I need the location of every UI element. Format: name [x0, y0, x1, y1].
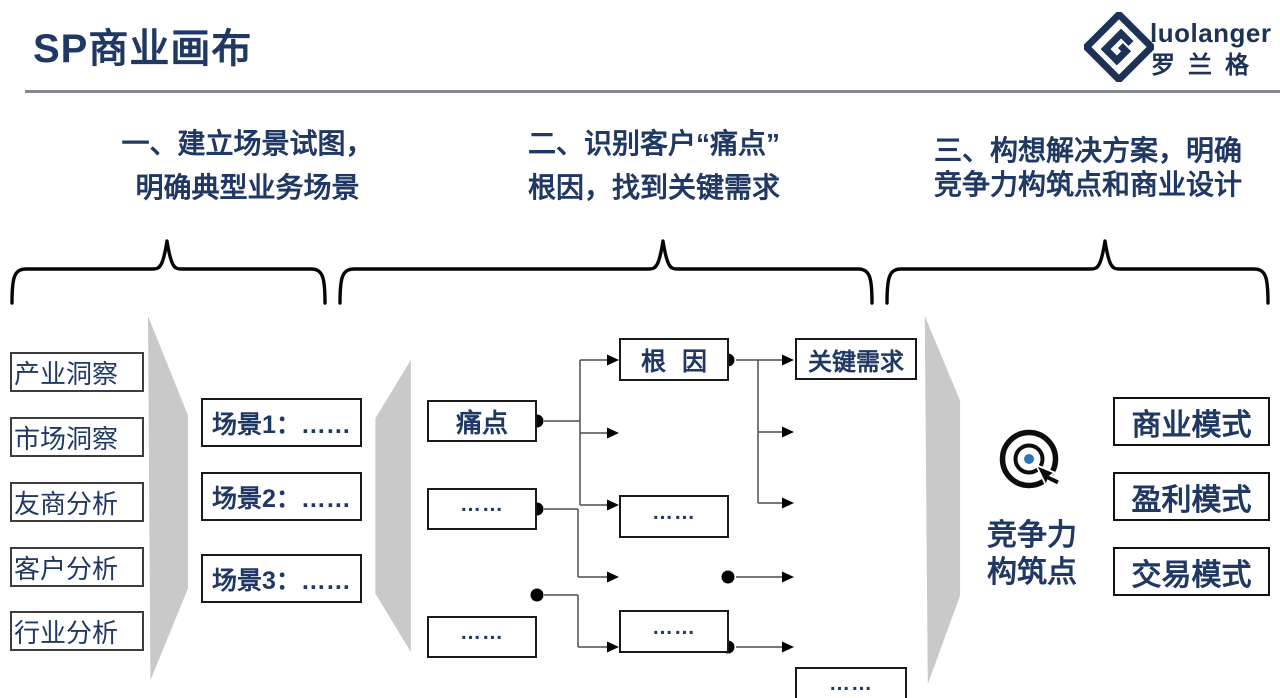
analysis-box-customer: 客户分析: [10, 547, 144, 587]
ellipsis-text: ……: [460, 493, 504, 516]
logo-name: luolanger: [1150, 18, 1272, 48]
funnel-shape-left: [148, 316, 188, 681]
section-1-heading: 一、建立场景试图， 明确典型业务场景: [75, 122, 420, 210]
key-need-box: 关键需求: [795, 338, 917, 380]
transaction-model-box: 交易模式: [1113, 547, 1270, 596]
ellipsis-text: ……: [652, 500, 696, 524]
analysis-box-competitor: 友商分析: [10, 482, 144, 522]
page-title: SP商业画布: [33, 27, 253, 71]
ellipsis-text: ……: [829, 672, 873, 695]
funnel-shape-right: [924, 316, 961, 684]
header-divider: [25, 90, 1280, 93]
pain-point-box-2: ……: [427, 488, 537, 530]
target-cursor-icon: [999, 429, 1062, 489]
scenario-box-3: 场景3：……: [201, 554, 362, 603]
analysis-box-market-insight: 市场洞察: [10, 417, 144, 457]
root-cause-box: 根因: [619, 338, 729, 381]
scenario-box-2: 场景2：……: [201, 472, 362, 521]
business-model-box: 商业模式: [1113, 397, 1270, 446]
root-cause-box-2: ……: [619, 495, 729, 538]
section-3-heading-line2: 竞争力构筑点和商业设计: [933, 169, 1242, 200]
section-1-heading-line2: 明确典型业务场景: [135, 172, 360, 203]
competitiveness-label-line2: 构筑点: [987, 556, 1077, 589]
analysis-box-sector: 行业分析: [10, 611, 144, 651]
section-2-heading: 二、识别客户“痛点” 根因，找到关键需求: [468, 122, 840, 210]
funnel-shape-middle: [375, 360, 411, 652]
competitiveness-label-line1: 竞争力: [987, 519, 1077, 552]
section-3-heading-line1: 三、构想解决方案，明确: [933, 135, 1242, 166]
ellipsis-text: ……: [652, 615, 696, 639]
ellipsis-text: ……: [460, 621, 504, 644]
company-logo: luolanger 罗兰格: [1084, 12, 1280, 84]
brace-group: [10, 239, 1270, 305]
brace-section-2: [338, 239, 874, 305]
profit-model-box: 盈利模式: [1113, 472, 1270, 521]
logo-cn-name: 罗兰格: [1151, 52, 1262, 79]
section-2-heading-line1: 二、识别客户“痛点”: [527, 128, 780, 159]
analysis-box-industry-insight: 产业洞察: [10, 352, 144, 392]
pain-point-box: 痛点: [427, 400, 537, 442]
section-1-heading-line1: 一、建立场景试图，: [121, 128, 374, 159]
competitiveness-label: 竞争力 构筑点: [962, 517, 1102, 591]
root-cause-box-3: ……: [619, 610, 729, 653]
brace-section-3: [885, 239, 1270, 305]
pain-point-box-3: ……: [427, 616, 537, 658]
section-3-heading: 三、构想解决方案，明确 竞争力构筑点和商业设计: [896, 134, 1280, 202]
section-2-heading-line2: 根因，找到关键需求: [527, 172, 780, 203]
logo-diamond-icon: [1084, 12, 1154, 82]
scenario-box-1: 场景1：……: [201, 398, 362, 447]
key-need-box-2: ……: [795, 667, 907, 698]
brace-section-1: [10, 239, 327, 305]
